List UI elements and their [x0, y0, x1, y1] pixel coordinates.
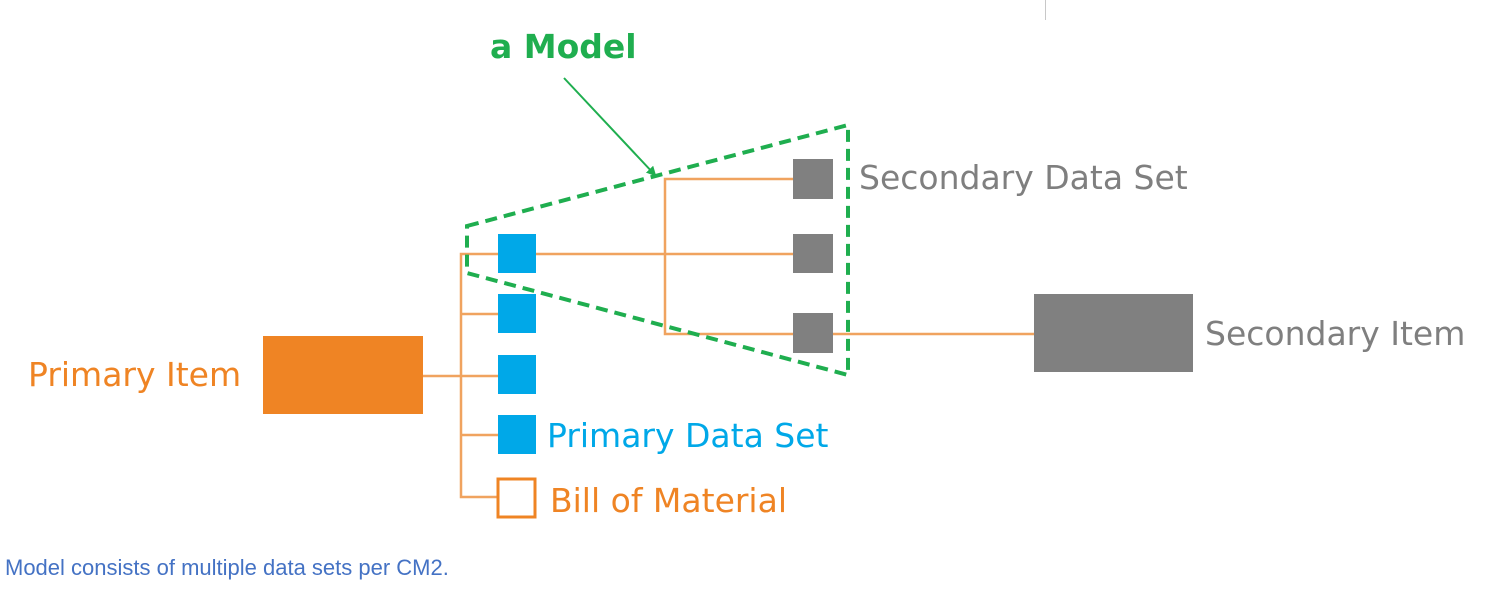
primary-data-set-box: [498, 415, 536, 454]
primary-data-set-box: [498, 234, 536, 273]
primary-item-box: [263, 336, 423, 414]
secondary-data-set-box: [793, 159, 833, 199]
secondary-data-set-box: [793, 234, 833, 273]
primary-data-set-label: Primary Data Set: [547, 416, 829, 455]
model-label: a Model: [490, 27, 637, 66]
secondary-trunk-line: [663, 177, 793, 336]
primary-data-sets: [498, 234, 536, 454]
primary-trunk-line: [459, 252, 498, 499]
primary-data-set-box: [498, 294, 536, 333]
secondary-data-set-label: Secondary Data Set: [859, 158, 1188, 197]
secondary-item-label: Secondary Item: [1205, 314, 1465, 353]
primary-data-set-box: [498, 355, 536, 394]
connectors: [423, 177, 1034, 499]
top-divider-line: [1045, 0, 1046, 20]
figure-caption: Model consists of multiple data sets per…: [5, 555, 449, 580]
primary-item-label: Primary Item: [28, 355, 241, 394]
secondary-data-sets: [793, 159, 833, 353]
secondary-item-box: [1034, 294, 1193, 372]
bill-of-material-label: Bill of Material: [550, 481, 787, 520]
model-callout-arrow: [563, 77, 657, 177]
secondary-data-set-box: [793, 313, 833, 353]
model-boundary: [465, 122, 850, 378]
bill-of-material-box: [496, 477, 537, 519]
